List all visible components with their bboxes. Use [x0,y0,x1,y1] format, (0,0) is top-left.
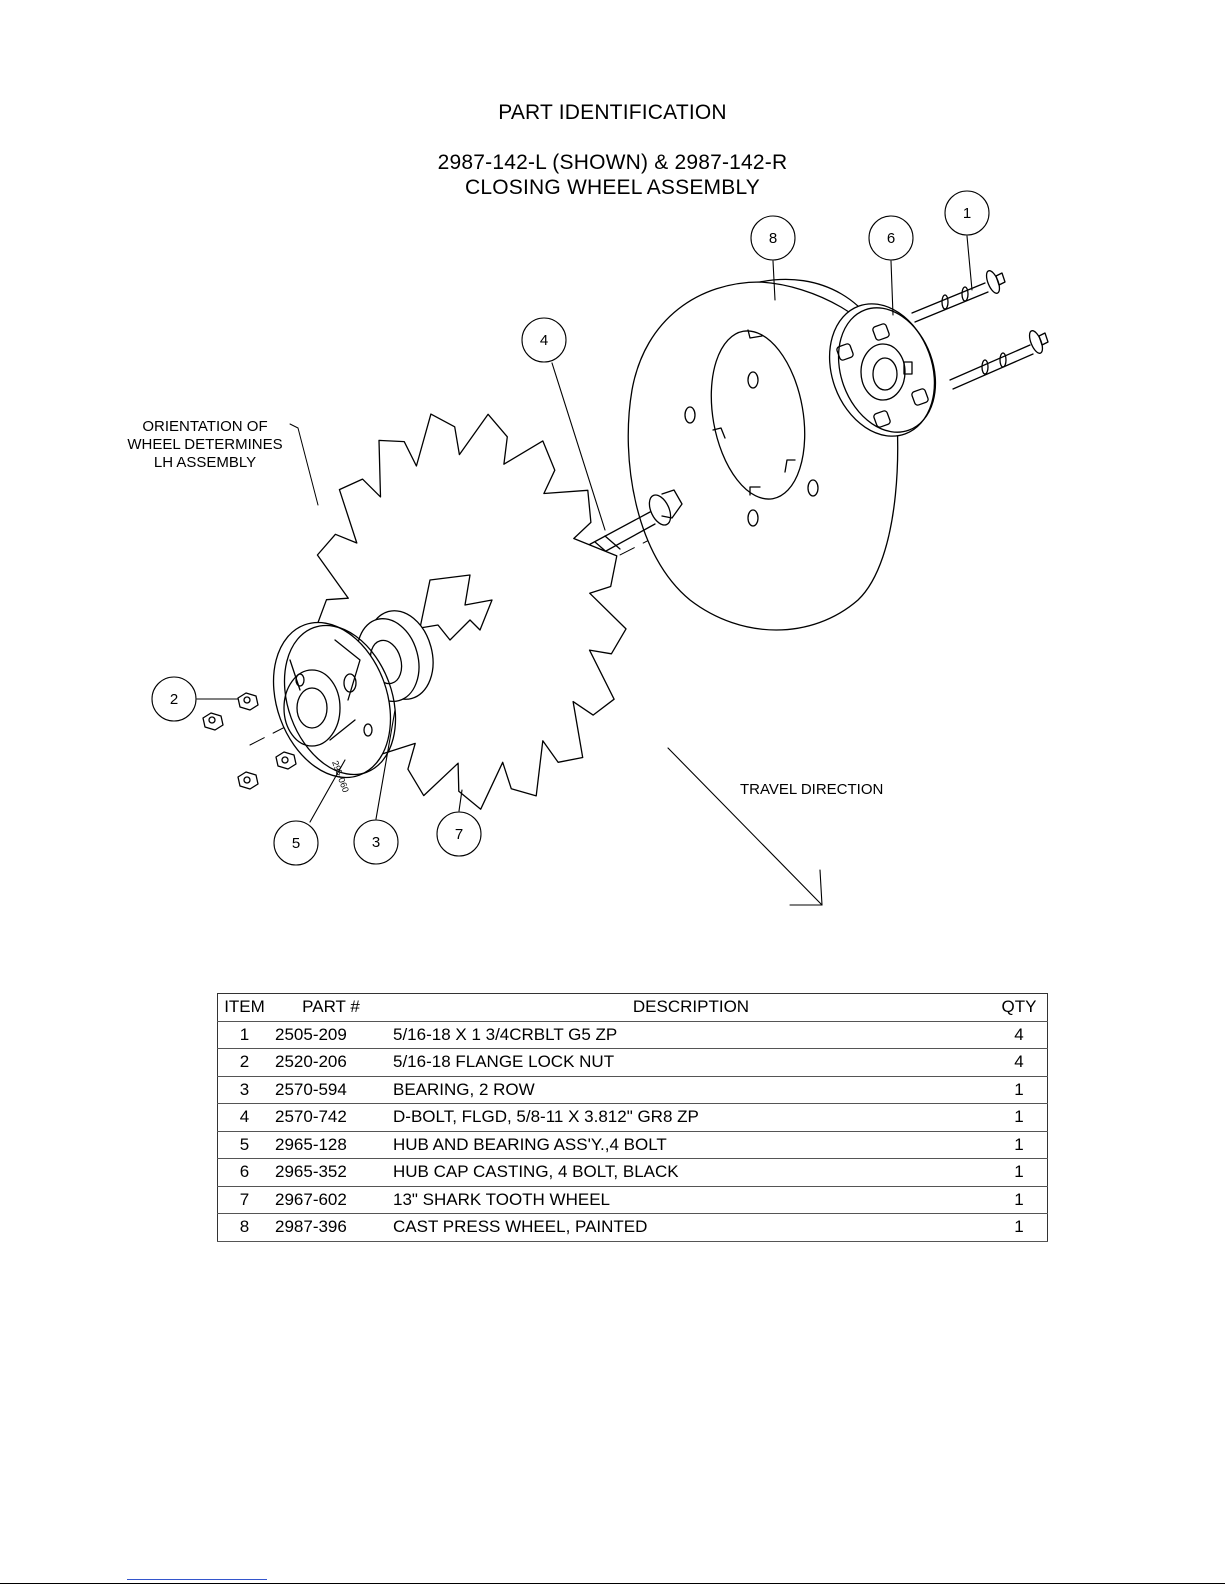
cell-qty: 1 [991,1213,1048,1242]
orientation-note-line: LH ASSEMBLY [153,454,257,471]
callout-circle [868,215,914,261]
cell-item: 8 [217,1213,271,1242]
assembly-name: CLOSING WHEEL ASSEMBLY [465,176,760,199]
cell-part: 2965-128 [271,1131,391,1159]
callout-balloon-1: 1 [944,190,990,291]
orientation-note-line: ORIENTATION OF [142,418,268,435]
cell-description: 13" SHARK TOOTH WHEEL [391,1186,991,1214]
assembly-part-numbers: 2987-142-L (SHOWN) & 2987-142-R [437,151,788,174]
lock-nut-part [237,771,259,790]
col-header-qty: QTY [991,993,1048,1022]
callout-balloon-6: 6 [868,215,914,316]
cell-item: 2 [217,1048,271,1077]
orientation-note-line: WHEEL DETERMINES [127,436,283,453]
col-header-part: PART # [271,993,391,1022]
callout-circle [750,215,796,261]
callout-circle [151,676,197,722]
cell-description: CAST PRESS WHEEL, PAINTED [391,1213,991,1242]
hub-cap-part [828,303,937,437]
col-header-description: DESCRIPTION [391,993,991,1022]
callout-circle [436,811,482,857]
cell-qty: 1 [991,1076,1048,1104]
col-header-item: ITEM [217,993,271,1022]
carriage-bolt-part [911,270,1006,323]
callout-balloon-5: 5 [273,759,346,866]
cell-qty: 4 [991,1021,1048,1049]
d-bolt-part [561,489,683,569]
cell-qty: 1 [991,1131,1048,1159]
lock-nut-part [275,751,297,770]
callout-circle [521,317,567,363]
cell-item: 6 [217,1158,271,1187]
orientation-leader [289,423,319,506]
cell-part: 2570-742 [271,1103,391,1132]
callout-leader [458,789,463,812]
cell-item: 4 [217,1103,271,1132]
callout-balloon-3: 3 [353,709,399,865]
cell-description: 5/16-18 FLANGE LOCK NUT [391,1048,991,1077]
page-footer-rule [0,1583,1225,1584]
page-title: PART IDENTIFICATION [498,101,727,124]
cell-part: 2505-209 [271,1021,391,1049]
callout-balloon-2: 2 [151,676,239,722]
callout-leader [551,362,606,531]
cell-qty: 1 [991,1158,1048,1187]
callout-leader [375,709,396,820]
cell-qty: 4 [991,1048,1048,1077]
lock-nut-part [237,692,259,711]
travel-direction-arrow [667,747,823,906]
callout-leader [309,759,346,823]
callout-circle [944,190,990,236]
cell-part: 2570-594 [271,1076,391,1104]
cell-part: 2965-352 [271,1158,391,1187]
callout-number: 5 [292,835,300,852]
footer-link-underline [127,1579,267,1580]
orientation-note: ORIENTATION OF WHEEL DETERMINES LH ASSEM… [112,418,298,472]
callout-balloon-4: 4 [521,317,606,531]
cell-part: 2987-396 [271,1213,391,1242]
cell-description: D-BOLT, FLGD, 5/8-11 X 3.812" GR8 ZP [391,1103,991,1132]
cell-qty: 1 [991,1103,1048,1132]
cell-description: HUB AND BEARING ASS'Y.,4 BOLT [391,1131,991,1159]
callout-number: 1 [963,205,971,222]
callout-balloon-8: 8 [750,215,796,301]
callout-number: 6 [887,230,895,247]
callout-number: 8 [769,230,777,247]
callout-number: 7 [455,826,463,843]
cell-item: 1 [217,1021,271,1049]
callout-number: 3 [372,834,380,851]
callout-leader [966,235,973,291]
cell-part: 2967-602 [271,1186,391,1214]
callout-circle [273,820,319,866]
cell-item: 5 [217,1131,271,1159]
callout-number: 2 [170,691,178,708]
callout-leader [772,260,776,301]
callout-circle [353,819,399,865]
cell-description: HUB CAP CASTING, 4 BOLT, BLACK [391,1158,991,1187]
cell-description: BEARING, 2 ROW [391,1076,991,1104]
callout-leader [890,260,894,316]
cell-item: 3 [217,1076,271,1104]
cell-item: 7 [217,1186,271,1214]
lock-nut-part [202,712,224,731]
table-header-row: ITEM PART # DESCRIPTION QTY [217,993,1048,1022]
callout-balloon-7: 7 [436,789,482,857]
travel-direction-label: TRAVEL DIRECTION [740,781,884,798]
cell-part: 2520-206 [271,1048,391,1077]
carriage-bolt-part [949,330,1049,390]
shark-tooth-wheel-part [315,413,627,810]
cell-qty: 1 [991,1186,1048,1214]
cell-description: 5/16-18 X 1 3/4CRBLT G5 ZP [391,1021,991,1049]
callout-number: 4 [540,332,548,349]
